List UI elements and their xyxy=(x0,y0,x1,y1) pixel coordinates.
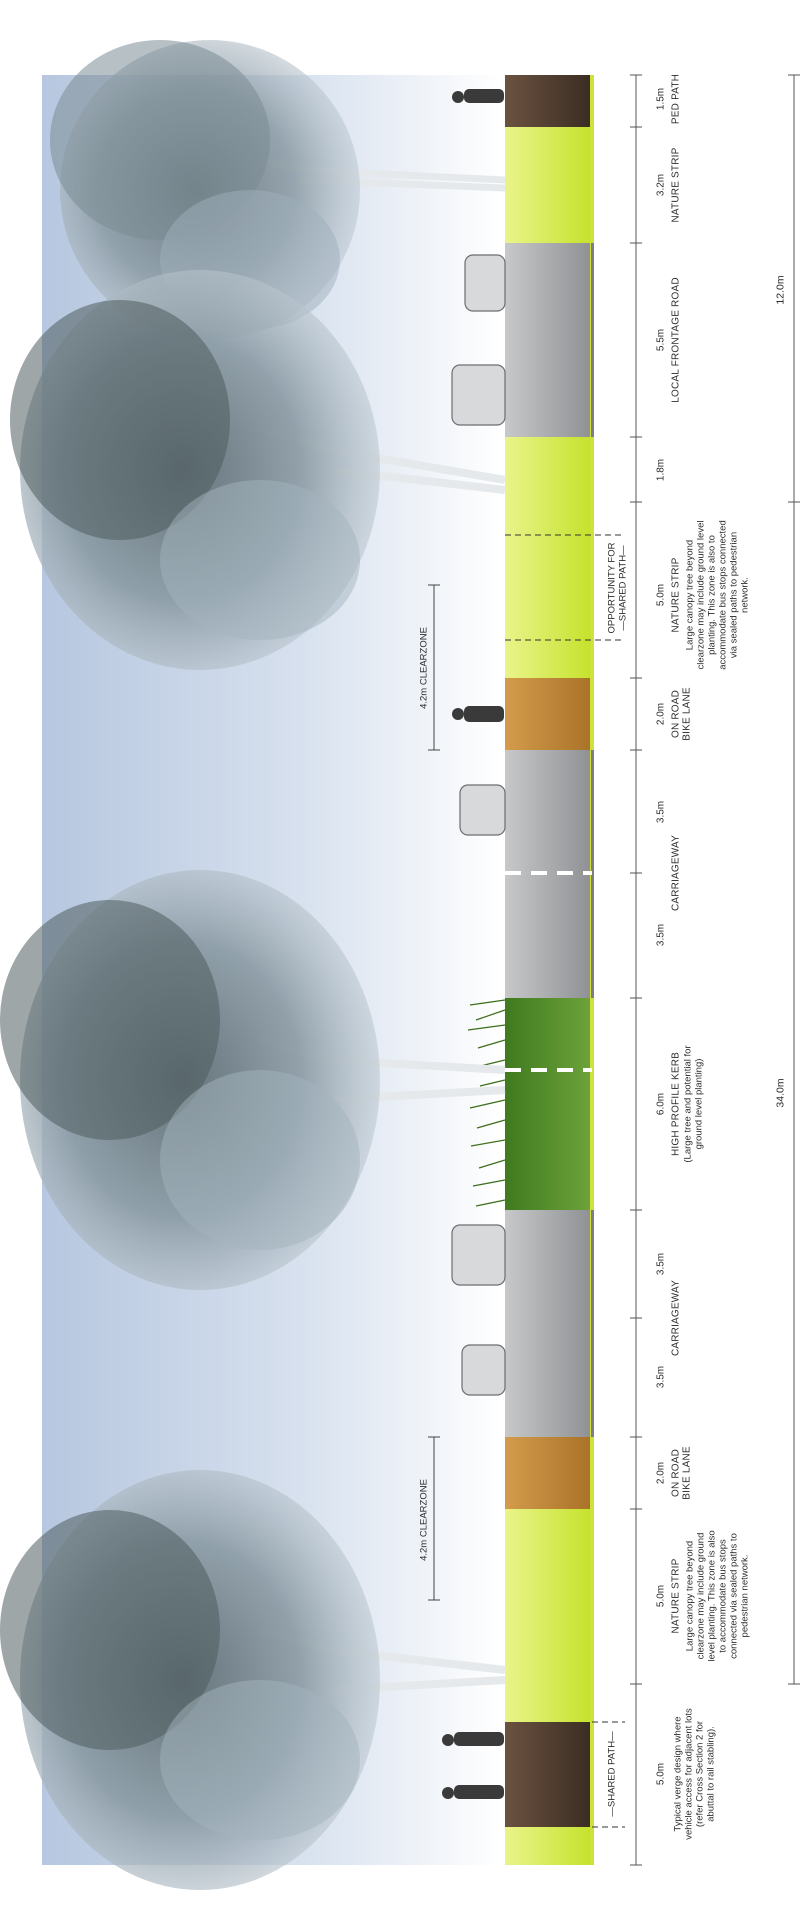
clearzone-dims xyxy=(428,584,440,1601)
cyclist-icon xyxy=(452,706,504,722)
car-icon xyxy=(451,254,506,1396)
band-nature-strip-top xyxy=(505,502,592,678)
band-carriageway-bot xyxy=(505,1210,592,1437)
tree-icon xyxy=(10,270,506,670)
grass-icon xyxy=(467,999,506,1207)
band-verge-small xyxy=(505,437,592,502)
tree-icon xyxy=(0,1470,506,1890)
pedestrian-icon xyxy=(442,89,504,1799)
lane-markings xyxy=(505,871,592,1072)
band-nature-strip-bot xyxy=(505,1509,592,1684)
tree-icon xyxy=(0,870,506,1290)
band-ped-path xyxy=(505,75,592,127)
band-verge-end xyxy=(505,1827,592,1865)
band-nature-strip-local xyxy=(505,127,592,243)
ground-bands xyxy=(505,75,594,1865)
band-shared-path-dark xyxy=(505,1722,592,1827)
band-local-road xyxy=(505,243,592,437)
shared-path-outline-top xyxy=(505,534,625,641)
shared-path-outline-bot xyxy=(592,1721,625,1828)
band-median xyxy=(505,998,592,1210)
dimension-lines xyxy=(630,74,800,1866)
band-bike-lane-top xyxy=(505,678,592,750)
band-bike-lane-bot xyxy=(505,1437,592,1509)
tree-icon xyxy=(50,40,506,340)
